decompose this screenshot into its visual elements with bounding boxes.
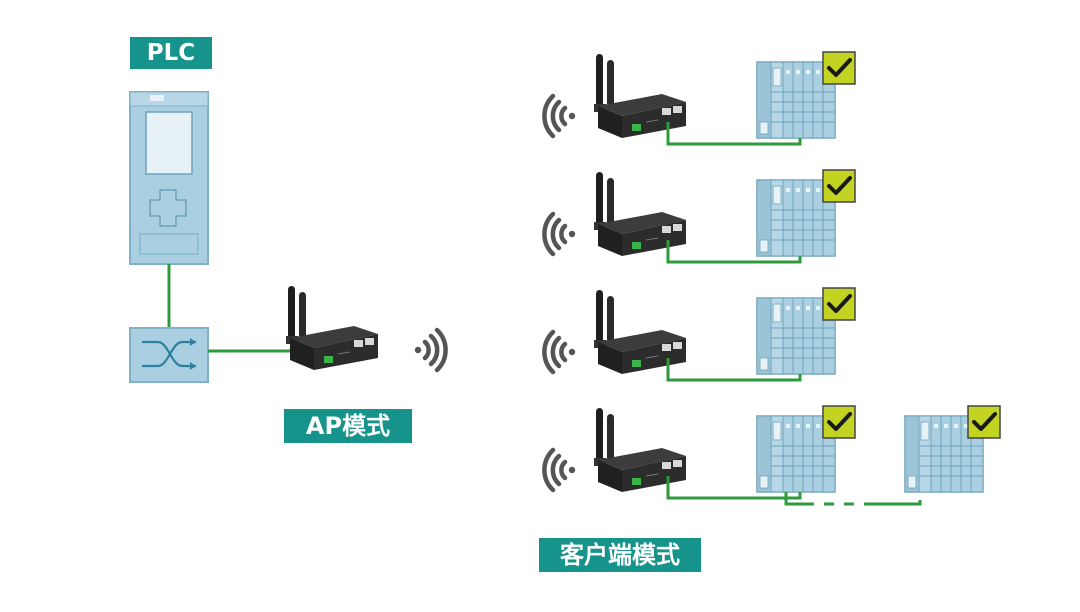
client-wifi-signal-icon <box>544 96 575 136</box>
router-io-link <box>666 240 802 264</box>
router-io-link <box>666 358 802 382</box>
io-chain-link <box>784 492 922 506</box>
router-io-link <box>666 476 802 500</box>
client-row-1 <box>544 50 857 146</box>
client-router-icon <box>593 171 687 257</box>
client-wifi-signal-icon <box>544 332 575 372</box>
client-router-icon <box>593 289 687 375</box>
checkmark-icon <box>966 404 1002 440</box>
ap-router-icon <box>285 285 379 371</box>
checkmark-icon <box>821 168 857 204</box>
checkmark-icon <box>821 404 857 440</box>
router-io-link <box>666 122 802 146</box>
ap-wifi-signal-icon <box>415 330 446 370</box>
client-mode-label: 客户端模式 <box>539 538 701 572</box>
checkmark-icon <box>821 50 857 86</box>
network-switch-icon <box>129 327 209 383</box>
client-wifi-signal-icon <box>544 214 575 254</box>
plc-label: PLC <box>130 37 212 69</box>
ap-mode-label: AP模式 <box>284 409 412 443</box>
client-mode-rows <box>544 50 1002 506</box>
client-router-icon <box>593 407 687 493</box>
plc-controller-icon <box>129 91 209 265</box>
client-row-3 <box>544 286 857 382</box>
client-router-icon <box>593 53 687 139</box>
client-row-2 <box>544 168 857 264</box>
checkmark-icon <box>821 286 857 322</box>
client-wifi-signal-icon <box>544 450 575 490</box>
client-row-4 <box>544 404 1002 506</box>
